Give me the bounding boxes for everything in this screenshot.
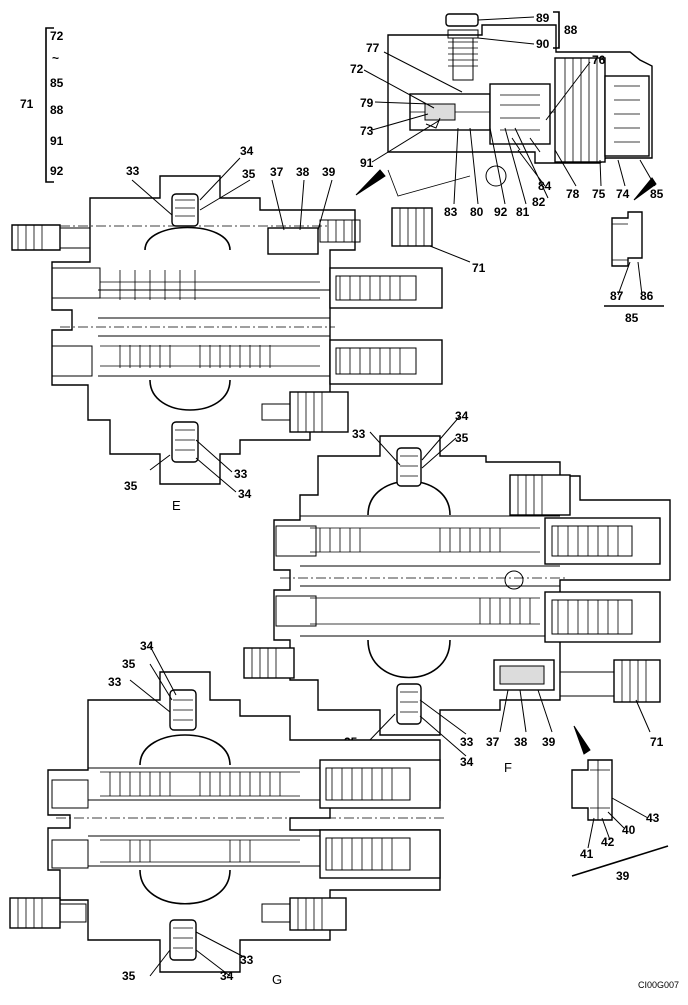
callout-view-f-34: 34 <box>455 409 469 423</box>
group-39-label: 39 <box>616 869 630 883</box>
group-71-item: 91 <box>50 134 64 148</box>
callout-77: 77 <box>366 41 380 55</box>
part-39-detail: 41 42 40 43 39 <box>571 759 669 883</box>
callout-83: 83 <box>444 205 458 219</box>
group-71-item: 85 <box>50 76 64 90</box>
view-g: 34 35 33 35 34 33 G <box>9 639 445 987</box>
callout-82: 82 <box>532 195 546 209</box>
group-85-item: 87 <box>610 289 624 303</box>
callout-72: 72 <box>350 62 364 76</box>
callout-view-g-35b: 35 <box>122 969 136 983</box>
callout-view-e-39: 39 <box>322 165 336 179</box>
group-71-item: 92 <box>50 164 64 178</box>
callout-view-f-71: 71 <box>650 735 664 749</box>
callout-view-e-33: 33 <box>126 164 140 178</box>
group-39-item: 41 <box>580 847 594 861</box>
view-f-label: F <box>504 760 512 775</box>
group-71-item: ~ <box>52 51 59 65</box>
group-85-item: 86 <box>640 289 654 303</box>
callout-view-e-38: 38 <box>296 165 310 179</box>
view-e: 33 34 35 37 38 39 71 35 33 34 E <box>11 144 486 513</box>
callout-view-f-37: 37 <box>486 735 500 749</box>
group-39-item: 43 <box>646 811 660 825</box>
callout-view-e-34: 34 <box>240 144 254 158</box>
callout-view-g-33: 33 <box>108 675 122 689</box>
group-39-item: 40 <box>622 823 636 837</box>
callout-view-f-33: 33 <box>352 427 366 441</box>
group-39-item: 42 <box>601 835 615 849</box>
figure-code: CI00G007 <box>638 980 679 990</box>
callout-view-e-35b: 35 <box>124 479 138 493</box>
group-88-item: 89 <box>536 11 550 25</box>
callout-85: 85 <box>650 187 664 201</box>
callout-view-f-33b: 33 <box>460 735 474 749</box>
group-71-item: 72 <box>50 29 64 43</box>
group-71-label: 71 <box>20 97 34 111</box>
callout-view-e-71: 71 <box>472 261 486 275</box>
callout-view-f-39: 39 <box>542 735 556 749</box>
group-71-bracket: 72 ~ 85 88 91 92 71 <box>20 27 64 183</box>
group-88-bracket: 89 90 88 <box>477 11 578 51</box>
callout-view-f-34b: 34 <box>460 755 474 769</box>
callout-view-g-34b: 34 <box>220 969 234 983</box>
group-88-item: 90 <box>536 37 550 51</box>
group-88-label: 88 <box>564 23 578 37</box>
callout-80: 80 <box>470 205 484 219</box>
callout-76: 76 <box>592 53 606 67</box>
callout-78: 78 <box>566 187 580 201</box>
relief-valve-detail: 89 90 88 77 72 79 73 91 76 83 80 92 81 8… <box>350 11 664 219</box>
callout-view-e-37: 37 <box>270 165 284 179</box>
callout-81: 81 <box>516 205 530 219</box>
callout-74: 74 <box>616 187 630 201</box>
group-71-item: 88 <box>50 103 64 117</box>
callout-view-g-33b: 33 <box>240 953 254 967</box>
callout-84: 84 <box>538 179 552 193</box>
callout-75: 75 <box>592 187 606 201</box>
callout-view-g-34: 34 <box>140 639 154 653</box>
callout-view-g-35: 35 <box>122 657 136 671</box>
callout-92: 92 <box>494 205 508 219</box>
callout-91: 91 <box>360 156 374 170</box>
callout-view-e-34b: 34 <box>238 487 252 501</box>
part-85-detail: 87 86 85 <box>604 211 664 325</box>
group-85-label: 85 <box>625 311 639 325</box>
callout-73: 73 <box>360 124 374 138</box>
callout-view-e-33b: 33 <box>234 467 248 481</box>
view-f: 33 34 35 35 33 34 37 38 39 71 F <box>243 409 671 775</box>
callout-view-f-35: 35 <box>455 431 469 445</box>
callout-79: 79 <box>360 96 374 110</box>
callout-view-f-38: 38 <box>514 735 528 749</box>
view-e-label: E <box>172 498 181 513</box>
view-g-label: G <box>272 972 282 987</box>
callout-view-e-35: 35 <box>242 167 256 181</box>
